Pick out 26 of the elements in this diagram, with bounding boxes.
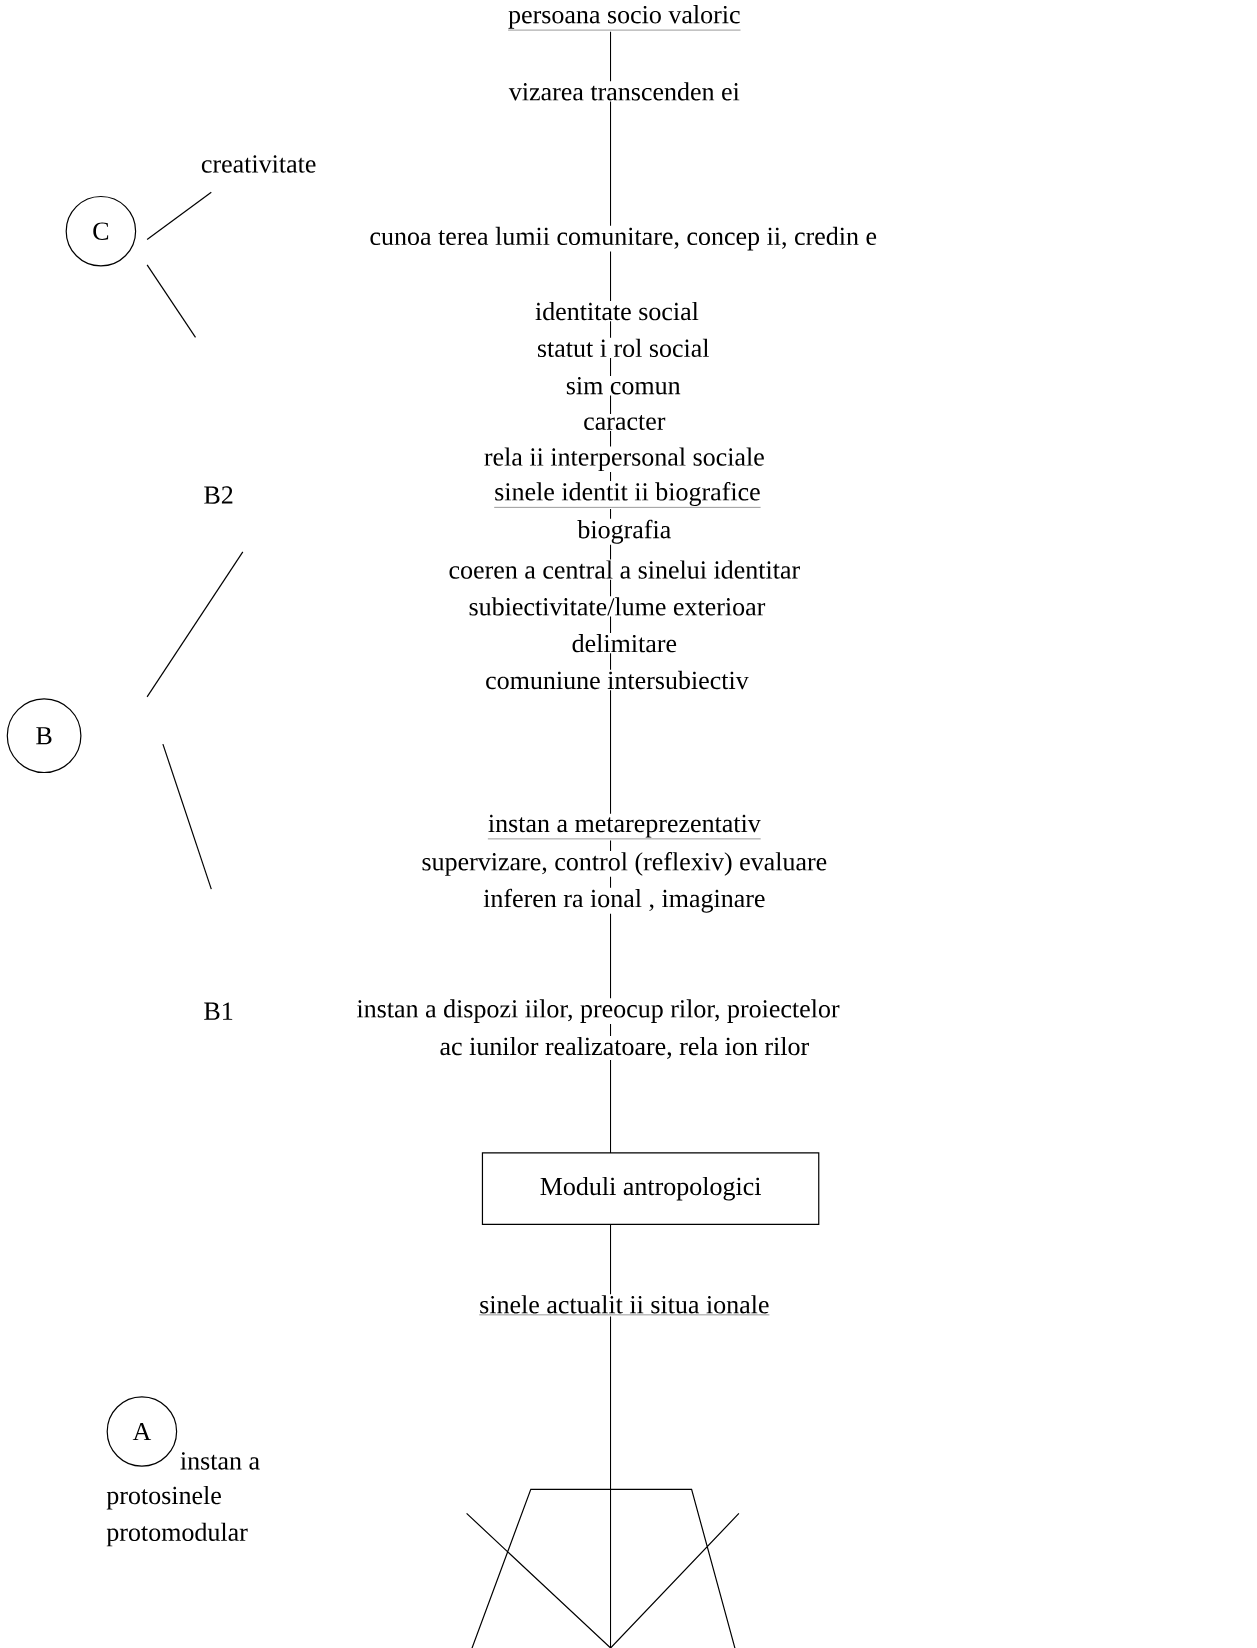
text-label: caracter bbox=[582, 414, 667, 431]
section-letter: B1 bbox=[202, 1001, 235, 1021]
text-label: delimitare bbox=[570, 633, 678, 654]
text-label: cunoa terea lumii comunitare, concep ii, credin e bbox=[368, 225, 878, 252]
text-label: inferen ra ional , imaginare bbox=[482, 887, 767, 914]
heading-text: persoana socio valoric bbox=[507, 4, 742, 32]
text-label: comuniune intersubiectiv bbox=[484, 669, 750, 691]
module-box: Moduli antropologici bbox=[481, 1152, 820, 1226]
text-label: sim comun bbox=[564, 375, 682, 396]
text-label: biografia bbox=[576, 518, 673, 545]
text-label: statut i rol social bbox=[535, 337, 711, 359]
text-label: vizarea transcenden ei bbox=[507, 81, 741, 102]
text-label: instan a bbox=[178, 1451, 262, 1471]
heading-text: sinele actualit ii situa ionale bbox=[478, 1294, 771, 1317]
text-label: protomodular bbox=[105, 1521, 249, 1548]
heading-text: instan a metareprezentativ bbox=[486, 813, 762, 841]
text-label: identitate social bbox=[533, 300, 700, 322]
heading-text: sinele identit ii biografice bbox=[493, 481, 762, 509]
text-label: ac iunilor realizatoare, rela ion rilor bbox=[438, 1035, 811, 1060]
text-label: creativitate bbox=[199, 154, 318, 174]
text-label: subiectivitate/lume exterioar bbox=[467, 596, 767, 617]
text-label: rela ii interpersonal sociale bbox=[482, 446, 766, 473]
section-letter: B2 bbox=[202, 485, 235, 505]
text-label: coeren a central a sinelui identitar bbox=[447, 559, 802, 580]
text-label: supervizare, control (reflexiv) evaluare bbox=[420, 851, 829, 877]
text-label: instan a dispozi iilor, preocup rilor, proiectelor bbox=[355, 998, 841, 1024]
